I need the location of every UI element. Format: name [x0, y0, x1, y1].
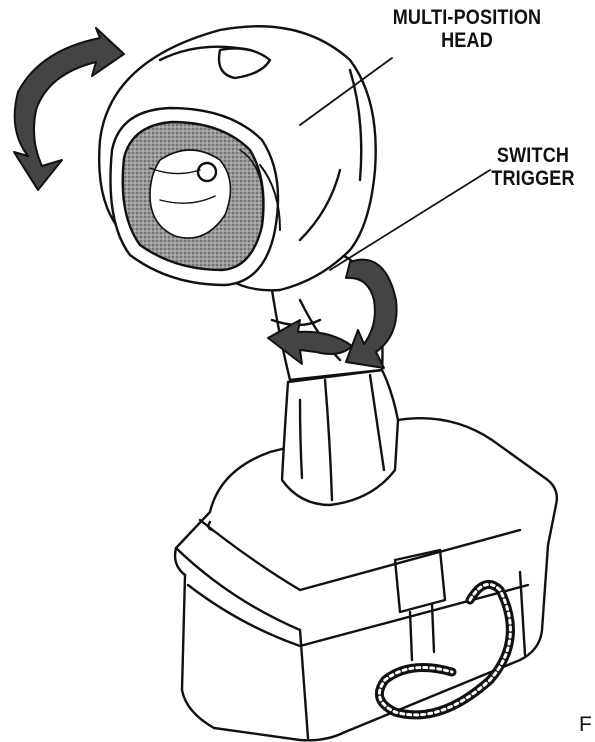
lamp-head — [99, 26, 376, 290]
handle-grip — [282, 370, 398, 505]
callout-multi-position-head: MULTI-POSITION HEAD — [385, 6, 548, 52]
figure-marker: F — [579, 713, 592, 737]
callout-switch-trigger: SWITCH TRIGGER — [469, 144, 595, 190]
callout-trigger-line2: TRIGGER — [469, 167, 595, 190]
callout-head-line2: HEAD — [385, 29, 548, 52]
callout-trigger-line1: SWITCH — [469, 144, 595, 167]
callout-head-line1: MULTI-POSITION — [385, 6, 548, 29]
